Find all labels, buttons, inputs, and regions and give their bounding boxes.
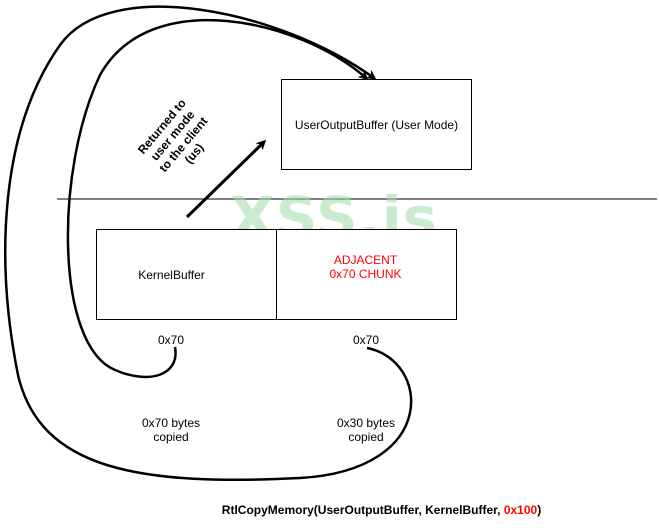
caption-suffix: ) <box>537 503 542 517</box>
right-copied-line1: 0x30 bytes <box>336 416 396 430</box>
user-output-buffer-box: UserOutputBuffer (User Mode) <box>281 79 472 170</box>
user-output-buffer-label: UserOutputBuffer (User Mode) <box>294 117 459 132</box>
kernel-size-label: 0x70 <box>157 333 185 347</box>
caption-size-highlight: 0x100 <box>503 503 538 517</box>
kernel-buffer-label: KernelBuffer <box>138 267 205 282</box>
right-copied-line2: copied <box>348 430 384 444</box>
rtlcopymemory-caption: RtlCopyMemory(UserOutputBuffer, KernelBu… <box>0 503 659 517</box>
adjacent-size-label: 0x70 <box>352 333 380 347</box>
left-copied-line1: 0x70 bytes <box>141 416 201 430</box>
kernel-copy-curve <box>66 18 369 379</box>
right-copied-label: 0x30 bytes copied <box>316 416 416 444</box>
adjacent-copy-curve <box>4 5 413 482</box>
kernel-buffer-box: KernelBuffer <box>96 229 277 320</box>
adjacent-label-line1: ADJACENT <box>333 252 398 267</box>
left-copied-label: 0x70 bytes copied <box>121 416 221 444</box>
adjacent-label-line2: 0x70 CHUNK <box>329 266 402 281</box>
caption-prefix: RtlCopyMemory(UserOutputBuffer, KernelBu… <box>221 503 504 517</box>
left-copied-line2: copied <box>153 430 189 444</box>
return-arrow <box>185 139 267 219</box>
adjacent-chunk-box: ADJACENT 0x70 CHUNK <box>276 229 457 320</box>
